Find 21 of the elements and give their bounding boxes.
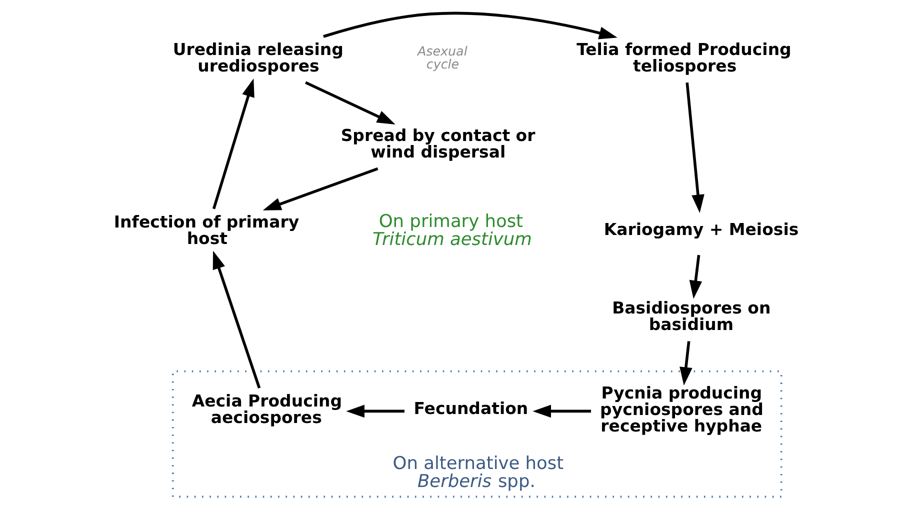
arrow [688, 254, 702, 299]
node-text: Pycnia producing pycniospores and receptive hyphae [600, 383, 763, 436]
node-text: Infection of primary host [113, 212, 299, 248]
label: On primary host Triticum aestivum [372, 212, 532, 250]
arrow [262, 167, 378, 210]
node-text: Basidiospores on basidium [612, 298, 770, 334]
node-text: Telia formed Producing teliospores [576, 40, 791, 76]
arrow [346, 404, 404, 418]
node-text: Uredinia releasing urediospores [172, 40, 343, 76]
arrow [532, 404, 591, 418]
node-text: Spread by contact or wind dispersal [340, 126, 535, 162]
node-text: Kariogamy + Meiosis [603, 220, 798, 239]
arrow [212, 250, 260, 388]
arrow [304, 81, 395, 125]
node-text: Aecia Producing aeciospores [191, 392, 342, 428]
arrow [212, 78, 254, 210]
arrow [322, 12, 617, 40]
arrow [679, 341, 692, 386]
node-text: Fecundation [413, 399, 528, 418]
arrow [685, 82, 704, 213]
label: Asexual cycle [417, 44, 467, 72]
